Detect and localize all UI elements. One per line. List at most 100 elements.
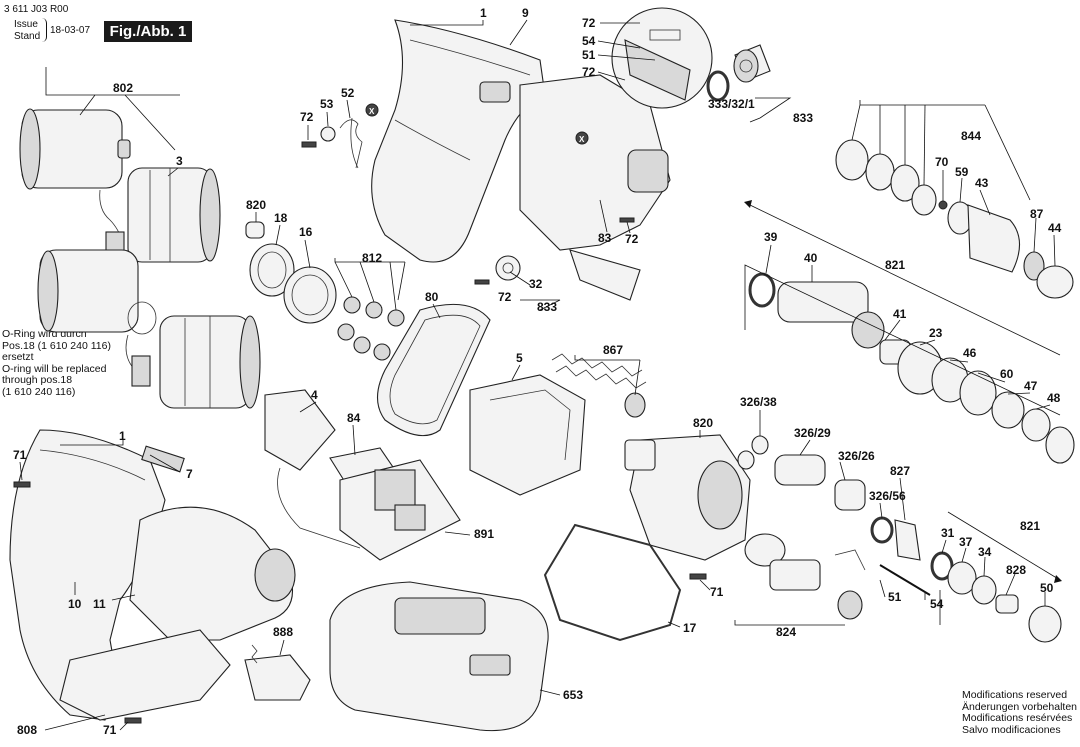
switch-cover-part <box>469 374 586 496</box>
part-label-p5: 5 <box>516 351 523 365</box>
part-label-p72-b: 72 <box>582 65 596 79</box>
main-housing-shell <box>371 19 546 263</box>
detail-magnifier <box>611 7 713 109</box>
part-label-p827: 827 <box>890 464 910 478</box>
part-label-p891: 891 <box>474 527 494 541</box>
part-label-p23: 23 <box>929 326 943 340</box>
part-label-p53: 53 <box>320 97 334 111</box>
part-label-p7: 7 <box>186 467 193 481</box>
modifications-note-line: Änderungen vorbehalten <box>962 700 1078 713</box>
part-label-p43: 43 <box>975 176 989 190</box>
electronics-module-part <box>339 459 461 561</box>
gearbox-housing-block: X <box>519 74 671 301</box>
modifications-note-line: Modifications resérvées <box>962 712 1073 724</box>
part-label-p60: 60 <box>1000 367 1014 381</box>
part-label-p71-c: 71 <box>103 723 117 737</box>
gasket-outline-17 <box>543 523 682 642</box>
housing-base-808 <box>59 629 231 724</box>
motor-housing-part <box>19 108 131 259</box>
oring-note-line: ersetzt <box>2 351 34 363</box>
figure-badge: Fig./Abb. 1 <box>104 21 192 42</box>
issue-date: 18-03-07 <box>50 25 91 36</box>
modifications-note-line: Modifications reserved <box>962 689 1068 701</box>
part-label-p59: 59 <box>955 165 969 179</box>
issue-label: Issue <box>14 19 38 30</box>
part-label-p326-56: 326/56 <box>869 489 906 503</box>
oring-note-line: through pos.18 <box>2 374 73 386</box>
part-label-p10: 10 <box>68 597 82 611</box>
switch-part <box>264 389 361 549</box>
part-label-p808: 808 <box>17 723 37 737</box>
oring-note-line: Pos.18 (1 610 240 116) <box>2 339 111 352</box>
part-label-p72-e: 72 <box>498 290 512 304</box>
part-label-p4: 4 <box>311 388 318 402</box>
part-label-p844: 844 <box>961 129 981 143</box>
part-label-p821-b: 821 <box>1020 519 1040 533</box>
part-label-p833-b: 833 <box>537 300 557 314</box>
part-label-p41: 41 <box>893 307 907 321</box>
part-label-p326-29: 326/29 <box>794 426 831 440</box>
spring-washer-screw-set: X <box>301 103 379 169</box>
part-label-p71-a: 71 <box>13 448 27 462</box>
part-label-p821-a: 821 <box>885 258 905 272</box>
screw-71-a <box>13 481 31 488</box>
x-marker-b: X <box>579 135 585 144</box>
part-label-p47: 47 <box>1024 379 1038 393</box>
part-label-p326-26: 326/26 <box>838 449 875 463</box>
part-label-p820-b: 820 <box>693 416 713 430</box>
leader-lines <box>19 19 1062 731</box>
part-label-p16: 16 <box>299 225 313 239</box>
oring-bearing-part <box>706 44 771 102</box>
part-label-p52: 52 <box>341 86 355 100</box>
part-label-p31: 31 <box>941 526 955 540</box>
part-label-p34: 34 <box>978 545 992 559</box>
part-label-p333: 333/32/1 <box>708 97 755 111</box>
part-label-p40: 40 <box>804 251 818 265</box>
piston-washer-set <box>737 435 921 561</box>
part-label-p828: 828 <box>1006 563 1026 577</box>
part-label-p80: 80 <box>425 290 439 304</box>
part-label-p3: 3 <box>176 154 183 168</box>
stand-label: Stand <box>14 31 41 42</box>
planetary-gear-set <box>337 296 405 361</box>
part-label-p71-b: 71 <box>710 585 724 599</box>
part-label-p46: 46 <box>963 346 977 360</box>
screw-71-b <box>689 573 707 580</box>
bracket-and-screw <box>474 217 635 285</box>
part-label-p833-a: 833 <box>793 111 813 125</box>
oring-note-line: O-ring will be replaced <box>2 362 107 375</box>
part-label-p51-bottom: 51 <box>888 590 902 604</box>
part-label-p802: 802 <box>113 81 133 95</box>
part-label-p72-a: 72 <box>582 16 596 30</box>
part-label-p54-top: 54 <box>582 34 596 48</box>
part-label-p653: 653 <box>563 688 583 702</box>
battery-pack-653 <box>329 581 549 732</box>
part-label-p888: 888 <box>273 625 293 639</box>
part-label-p326-38: 326/38 <box>740 395 777 409</box>
part-label-p84: 84 <box>347 411 361 425</box>
gear-housing-820 <box>624 434 751 561</box>
part-label-p812: 812 <box>362 251 382 265</box>
gear-housing-part <box>127 167 221 263</box>
part-label-p72-d: 72 <box>625 232 639 246</box>
doc-number: 3 611 J03 R00 <box>4 4 69 15</box>
part-label-p87: 87 <box>1030 207 1044 221</box>
oring-note-line: (1 610 240 116) <box>2 385 76 398</box>
part-label-p1-bottom: 1 <box>119 429 126 443</box>
x-marker-a: X <box>369 107 375 116</box>
oring-note-line: O-Ring wird durch <box>2 328 87 340</box>
part-label-p18: 18 <box>274 211 288 225</box>
battery-latch-888 <box>244 644 311 701</box>
chuck-assembly-844 <box>835 139 1074 299</box>
part-label-p83: 83 <box>598 231 612 245</box>
part-label-p1-top: 1 <box>480 6 487 20</box>
part-label-p37: 37 <box>959 535 973 549</box>
grip-gasket-part <box>376 303 491 437</box>
issue-brace <box>42 18 47 42</box>
part-label-p48: 48 <box>1047 391 1061 405</box>
part-label-p44: 44 <box>1048 221 1062 235</box>
